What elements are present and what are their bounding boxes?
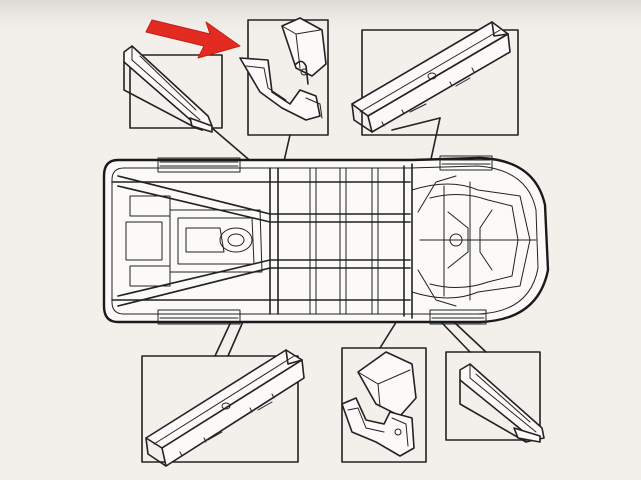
box-rear-mount-bracket [341, 347, 427, 463]
red-arrow-icon [145, 19, 241, 59]
part-rear-mount-bracket [341, 351, 417, 457]
part-cab-mount-bracket [239, 17, 327, 121]
chassis-frame [102, 155, 550, 325]
part-right-cross-member [351, 21, 511, 133]
box-left-cross-member [141, 355, 299, 463]
part-front-right-gusset [459, 363, 545, 443]
part-left-cross-member [145, 349, 305, 467]
part-front-left-gusset [123, 45, 213, 133]
